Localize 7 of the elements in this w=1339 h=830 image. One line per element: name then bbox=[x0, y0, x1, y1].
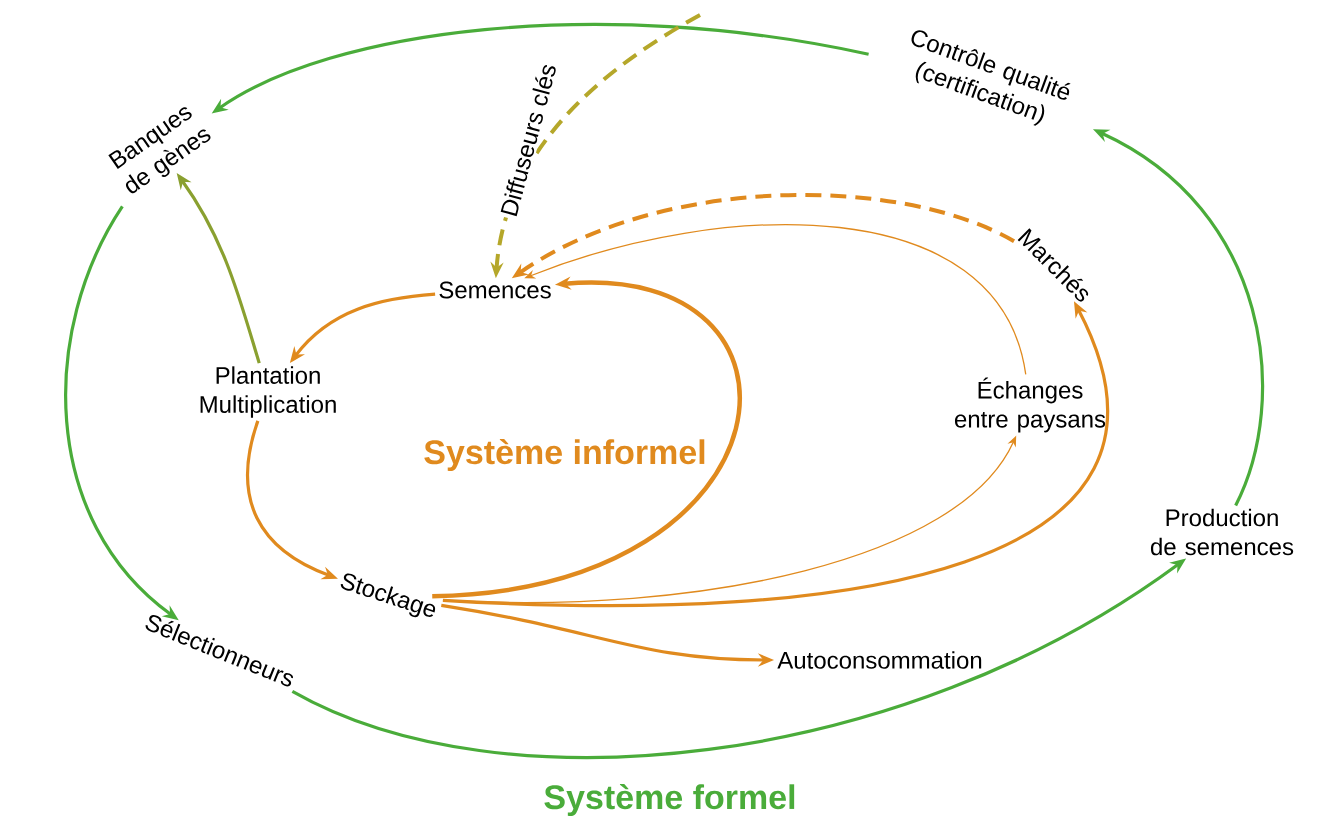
stage-label: Plantation Multiplication bbox=[200, 366, 336, 418]
system-title: Système informel bbox=[424, 439, 705, 471]
stage-label: Échanges entre paysans bbox=[955, 377, 1106, 433]
system-title: Système formel bbox=[544, 784, 795, 816]
stage-label: Autoconsommation bbox=[777, 651, 982, 669]
stage-label: Semences bbox=[439, 281, 551, 299]
stage-label: Production de semences bbox=[1150, 508, 1294, 556]
